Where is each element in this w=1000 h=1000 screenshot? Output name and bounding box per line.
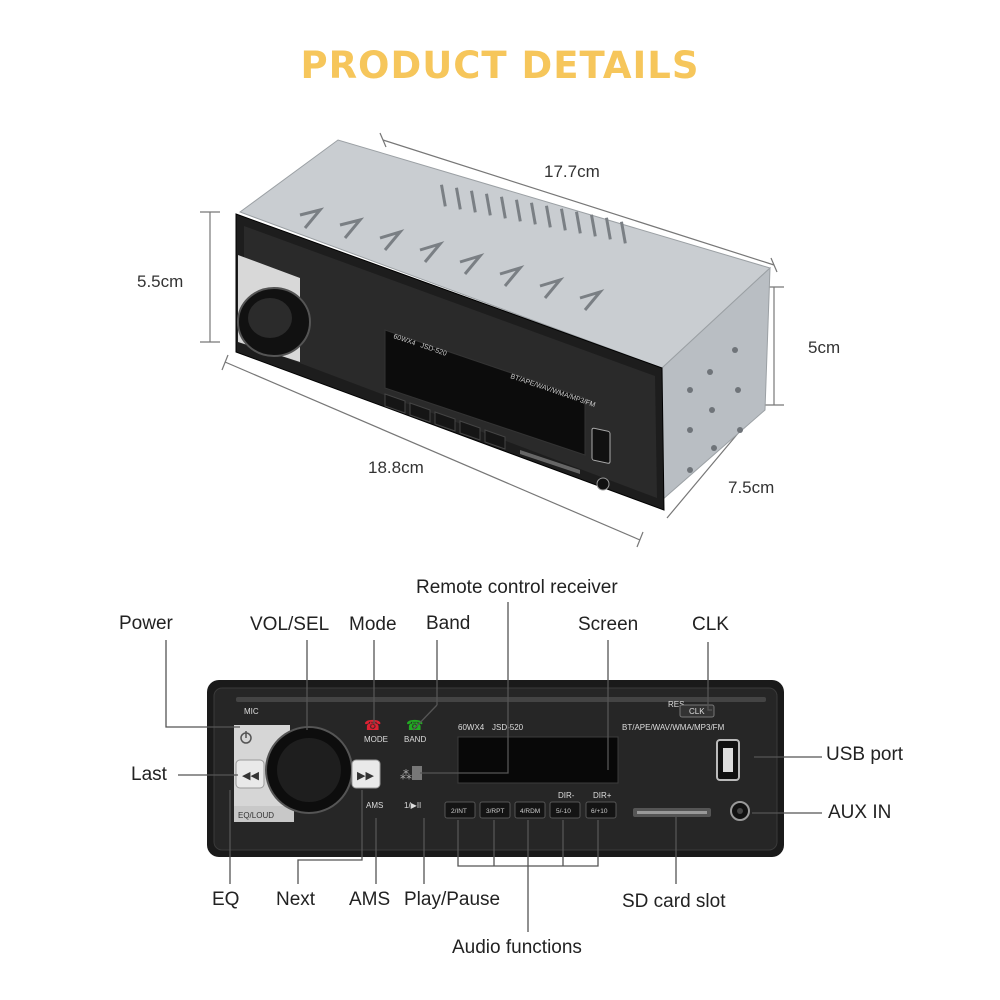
callout-clk: CLK — [692, 614, 729, 635]
next-button[interactable] — [351, 759, 381, 789]
dimension-lines — [200, 132, 784, 548]
res-label: RES — [668, 700, 684, 709]
clk-label: CLK — [689, 707, 705, 716]
preset-button-3[interactable] — [479, 801, 511, 819]
callout-mode: Mode — [349, 614, 397, 635]
callout-screen: Screen — [578, 614, 639, 635]
callout-usb: USB port — [826, 744, 904, 765]
callout-lines — [165, 602, 822, 932]
mic-label: MIC — [244, 707, 259, 716]
ams-label: AMS — [366, 801, 383, 810]
callout-remote: Remote control receiver — [416, 577, 618, 598]
callout-ams: AMS — [349, 889, 391, 910]
dim-height-back: 5cm — [808, 338, 841, 357]
preset-label-6: 6/+10 — [591, 808, 608, 815]
preset-button-6[interactable] — [585, 801, 617, 819]
dim-depth: 7.5cm — [728, 478, 775, 497]
band-icon[interactable]: ☎ — [406, 717, 423, 733]
dim-length: 17.7cm — [544, 162, 600, 181]
callout-audio-functions: Audio functions — [452, 937, 582, 958]
preset-label-3: 3/RPT — [486, 808, 504, 815]
preset-button-4[interactable] — [514, 801, 546, 819]
dir-plus-label: DIR+ — [593, 791, 612, 800]
preset-button-2[interactable] — [444, 801, 476, 819]
preset-button-5[interactable] — [549, 801, 581, 819]
callout-next: Next — [276, 889, 316, 910]
preset-label-2: 2/INT — [451, 808, 467, 815]
page-title: PRODUCT DETAILS — [300, 44, 700, 87]
callout-vol-sel: VOL/SEL — [250, 614, 330, 635]
ir-receiver-icon: ⁂ — [400, 768, 412, 782]
eq-loud-label: EQ/LOUD — [238, 811, 274, 820]
svg-text:▶▶: ▶▶ — [357, 770, 374, 782]
callout-last: Last — [131, 764, 167, 785]
power-rating: 60WX4 — [458, 723, 485, 732]
clk-button[interactable] — [679, 704, 715, 718]
callout-power: Power — [119, 613, 173, 634]
callout-sd-card: SD card slot — [622, 891, 726, 912]
preset-label-5: 5/-10 — [556, 808, 571, 815]
callout-eq: EQ — [212, 889, 240, 910]
mode-label: MODE — [364, 735, 388, 744]
callout-play-pause: Play/Pause — [404, 889, 501, 910]
formats-label: BT/APE/WAV/WMA/MP3/FM — [622, 723, 725, 732]
callout-aux: AUX IN — [828, 802, 892, 823]
play-label: 1/▶II — [404, 801, 421, 810]
dim-height-front: 5.5cm — [137, 272, 184, 291]
callout-band: Band — [426, 613, 471, 634]
last-button[interactable] — [235, 759, 265, 789]
preset-label-4: 4/RDM — [520, 808, 540, 815]
dir-minus-label: DIR- — [558, 791, 575, 800]
mode-icon[interactable]: ☎ — [364, 717, 381, 733]
svg-text:◀◀: ◀◀ — [242, 770, 259, 782]
dim-width-front: 18.8cm — [368, 458, 424, 477]
screen-display — [457, 736, 619, 784]
band-label: BAND — [404, 735, 426, 744]
